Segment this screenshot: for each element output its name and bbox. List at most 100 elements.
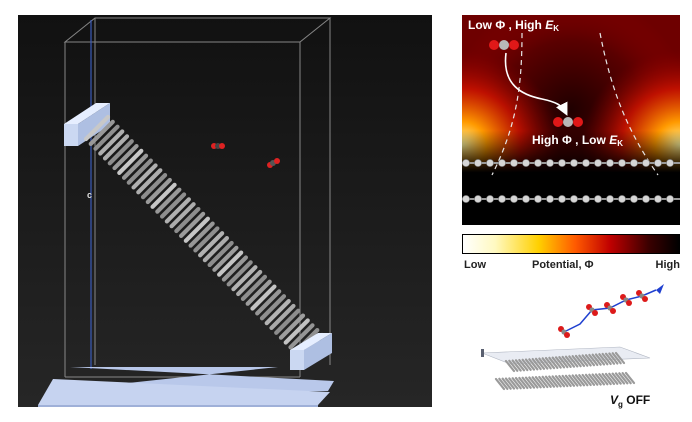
ribbon-segment [564,374,576,387]
ribbon-rod [245,279,272,306]
ribbon-rod [278,313,306,340]
ribbon-rod [140,173,168,200]
potential-colorbar: Low Potential, Φ High [462,234,680,276]
ribbon-segment [541,357,552,370]
trajectory-arrow [504,52,568,116]
atom [486,195,494,203]
co2-molecule-final [553,117,583,127]
ribbon-rod [226,260,253,287]
atom [570,159,578,167]
gas-molecule [211,143,225,149]
ribbon-rod [231,265,258,292]
gate-off-panel: Vg OFF [481,284,664,409]
oxygen-atom [610,308,616,314]
ribbon-rod [155,187,182,214]
equipotential-line [491,32,523,176]
trajectory-molecules [558,290,648,338]
scene-background [18,15,432,407]
ribbon-rod [83,114,111,142]
ribbon-segment [594,353,606,366]
atom [594,195,602,203]
atom [582,159,590,167]
ribbon-segment [578,354,589,367]
ribbon-segment [561,374,572,388]
ribbon-segment [571,374,582,387]
atom [474,159,482,167]
bottom-electrode [290,333,332,370]
ribbon-segment [598,353,609,366]
ribbon-rod [164,197,191,224]
ribbon-rod [121,153,149,180]
ribbon-segment [534,376,546,389]
ribbon-segment [554,356,566,369]
state-label-final: High Φ , Low EK [532,133,623,148]
ribbon-rod [183,216,210,243]
ribbon-segment [568,374,579,387]
atom [558,159,566,167]
oxygen-atom [564,332,570,338]
atom [522,159,530,167]
ribbon-rod [179,211,206,238]
ribbon-rod [107,139,134,166]
ribbon-rod [274,308,301,335]
ribbon-segment [534,357,546,370]
ribbon-rod [221,255,249,282]
graphene-ribbon-upper [504,351,626,373]
ribbon-segment [508,359,519,372]
atom [486,159,494,167]
ribbon-rod [136,168,163,195]
ribbon-segment [528,376,539,389]
ribbon-rod [126,158,153,185]
atom [534,195,542,203]
ribbon-segment [511,377,522,390]
ribbon-segment [621,372,632,385]
ribbon-segment [591,353,602,366]
ribbon-segment [548,356,559,369]
atom [666,195,674,203]
oxygen-atom [592,310,598,316]
co2-molecule-initial [489,40,519,50]
colorbar-low-label: Low [464,259,486,271]
ribbon-rod [198,231,225,258]
ribbon-segment [544,375,556,388]
ribbon-segment [514,376,526,390]
ribbon-segment [498,377,509,390]
ribbon-segment [608,372,619,385]
ribbon-segment [538,357,549,370]
ribbon-segment [541,375,552,388]
ribbon-segment [524,376,536,389]
state-label-initial: Low Φ , High EK [468,18,559,33]
potential-map: Low Φ , High EK High Φ , Low EK [462,15,680,225]
ribbon-segment [614,351,626,365]
ribbon-segment [528,358,539,371]
ribbon-segment [611,352,622,365]
ribbon-rod [283,318,310,345]
atom [642,195,650,203]
ribbon-rod [236,269,263,297]
ribbon-segment [601,352,612,366]
ribbon-segment [504,377,516,390]
ribbon-segment [598,373,609,386]
atom [582,195,590,203]
atom [594,159,602,167]
atom [546,159,554,167]
atom [510,195,518,203]
ribbon-segment [531,376,542,389]
ribbon-rod [212,245,239,272]
atom [606,195,614,203]
ribbon-segment [581,373,592,387]
ribbon-segment [624,371,636,385]
ribbon-segment [574,374,586,387]
ribbon-segment [514,359,526,372]
ribbon-segment [521,376,532,389]
atom [642,159,650,167]
ribbon-segment [584,354,596,367]
floor-slab [38,367,334,407]
ribbon-rod [159,192,187,219]
ribbon-rod [169,202,196,229]
ribbon-segment [604,352,616,365]
ribbon-rod [98,129,125,156]
atom [498,195,506,203]
ribbon-segment [524,358,536,371]
ribbon-segment [574,354,586,368]
